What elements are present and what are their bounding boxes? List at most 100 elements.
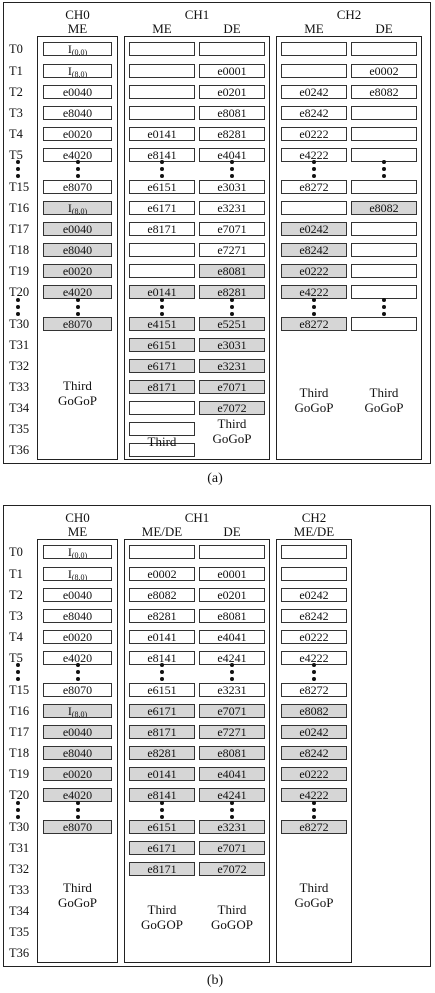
b-ch0_me-ellipsis: [72, 799, 84, 821]
row-label: T17: [9, 222, 30, 236]
b-ch0_me-cell: e8040: [43, 609, 112, 623]
a-ch2_de-cell: [351, 243, 417, 257]
b-ch0_me-cell: I(8,0): [43, 567, 112, 581]
a-ch1_me-cell: e0141: [129, 285, 195, 299]
b-ch1_de-cell: e7072: [199, 862, 265, 876]
a-ch2_me-ellipsis: [308, 296, 320, 318]
b-ch1_me-cell: [129, 545, 195, 559]
b-ch1_de-cell: e7271: [199, 725, 265, 739]
a-ch1-me-third: Third: [147, 434, 177, 449]
row-label: T31: [9, 338, 30, 352]
row-label: T3: [9, 609, 23, 623]
a-ch0_me-cell: e8070: [43, 180, 112, 194]
a-ch1_me-cell: e8171: [129, 222, 195, 236]
a-ch1-de-label: DE: [223, 21, 241, 36]
b-ch2_me-cell: e8272: [281, 683, 347, 697]
a-ch2-me-label: ME: [304, 21, 324, 36]
b-ch0_me-cell: e8070: [43, 820, 112, 834]
a-ch2_de-ellipsis: [378, 296, 390, 318]
row-ellipsis: [12, 799, 24, 821]
row-ellipsis: [12, 296, 24, 318]
b-ch1_me-cell: e6151: [129, 820, 195, 834]
row-label: T36: [9, 946, 30, 960]
b-ch1-column: [124, 539, 270, 963]
a-ch1_me-cell: e6151: [129, 338, 195, 352]
a-ch1_de-cell: [199, 42, 265, 56]
b-ch0_me-cell: e0020: [43, 767, 112, 781]
a-ch1-title: CH1: [184, 7, 210, 22]
a-ch1_me-cell: e6151: [129, 180, 195, 194]
row-label: T4: [9, 630, 23, 644]
a-ch1_me-cell: [129, 264, 195, 278]
b-ch1_me-cell: e8171: [129, 862, 195, 876]
a-ch0-third-gogop: Third GoGoP: [57, 378, 97, 408]
a-ch0_me-cell: e8040: [43, 106, 112, 120]
caption-b: (b): [206, 973, 224, 988]
a-ch2_de-cell: e0002: [351, 64, 417, 78]
a-ch2_me-cell: e8272: [281, 317, 347, 331]
b-ch1_de-cell: [199, 545, 265, 559]
a-ch1_me-cell: [129, 422, 195, 436]
b-ch1_de-cell: e3231: [199, 820, 265, 834]
b-ch0_me-cell: I(8,0): [43, 704, 112, 718]
row-label: T19: [9, 767, 30, 781]
a-ch2_de-cell: [351, 264, 417, 278]
b-ch2_me-cell: e0242: [281, 725, 347, 739]
row-label: T31: [9, 841, 30, 855]
row-label: T35: [9, 925, 30, 939]
a-ch1_de-cell: e7071: [199, 380, 265, 394]
b-ch0_me-ellipsis: [72, 661, 84, 683]
b-ch1_de-cell: e8081: [199, 746, 265, 760]
b-ch0_me-cell: e8040: [43, 746, 112, 760]
row-label: T18: [9, 746, 30, 760]
row-label: T16: [9, 704, 30, 718]
a-ch0_me-cell: e8040: [43, 243, 112, 257]
a-ch1_me-cell: e6171: [129, 359, 195, 373]
a-ch1-me-label: ME: [152, 21, 172, 36]
b-ch1_me-ellipsis: [156, 799, 168, 821]
b-ch0-me-label: ME: [67, 524, 88, 539]
b-ch2-me-third-gogop: Third GoGoP: [294, 880, 334, 910]
b-ch1-me-de-label: ME/DE: [141, 524, 183, 539]
a-ch2-column: [276, 36, 422, 460]
a-ch2_de-ellipsis: [378, 158, 390, 180]
a-ch1_de-cell: e3031: [199, 338, 265, 352]
row-label: T5: [9, 651, 23, 665]
b-ch1_me-ellipsis: [156, 661, 168, 683]
a-ch1_me-cell: [129, 401, 195, 415]
row-label: T16: [9, 201, 30, 215]
a-ch2-title: CH2: [336, 7, 362, 22]
b-ch0-column: [37, 539, 118, 963]
b-ch0_me-cell: e4020: [43, 788, 112, 802]
a-ch0_me-cell: I(0,0): [43, 42, 112, 56]
row-label: T1: [9, 567, 23, 581]
a-ch2_de-cell: [351, 180, 417, 194]
a-ch2_me-cell: e0242: [281, 222, 347, 236]
b-ch2_me-ellipsis: [308, 799, 320, 821]
row-label: T19: [9, 264, 30, 278]
a-ch1-de-third-gogop: Third GoGoP: [212, 416, 252, 446]
b-ch1_de-cell: e4241: [199, 651, 265, 665]
a-ch1_me-cell: [129, 42, 195, 56]
b-ch2_me-cell: e0222: [281, 630, 347, 644]
a-ch1_me-cell: e8171: [129, 380, 195, 394]
b-ch2_me-cell: e8242: [281, 746, 347, 760]
a-ch1_de-cell: e7071: [199, 222, 265, 236]
b-ch2_me-cell: [281, 545, 347, 559]
row-label: T32: [9, 359, 30, 373]
b-ch1_de-cell: e4041: [199, 630, 265, 644]
b-ch1_de-cell: e8081: [199, 609, 265, 623]
b-ch0_me-cell: e0020: [43, 630, 112, 644]
a-ch0_me-cell: e0040: [43, 222, 112, 236]
a-ch2_me-cell: e8242: [281, 243, 347, 257]
b-ch1-me-third-gogop: Third GoGOP: [141, 902, 183, 932]
b-ch1_de-cell: e4241: [199, 788, 265, 802]
row-label: T30: [9, 317, 30, 331]
a-ch1_de-cell: e3231: [199, 359, 265, 373]
b-ch1_me-cell: e8082: [129, 588, 195, 602]
b-ch1-de-label: DE: [223, 524, 241, 539]
a-ch0_me-ellipsis: [72, 158, 84, 180]
row-label: T3: [9, 106, 23, 120]
a-ch2_me-cell: e0222: [281, 127, 347, 141]
a-ch0-column: [37, 36, 118, 460]
